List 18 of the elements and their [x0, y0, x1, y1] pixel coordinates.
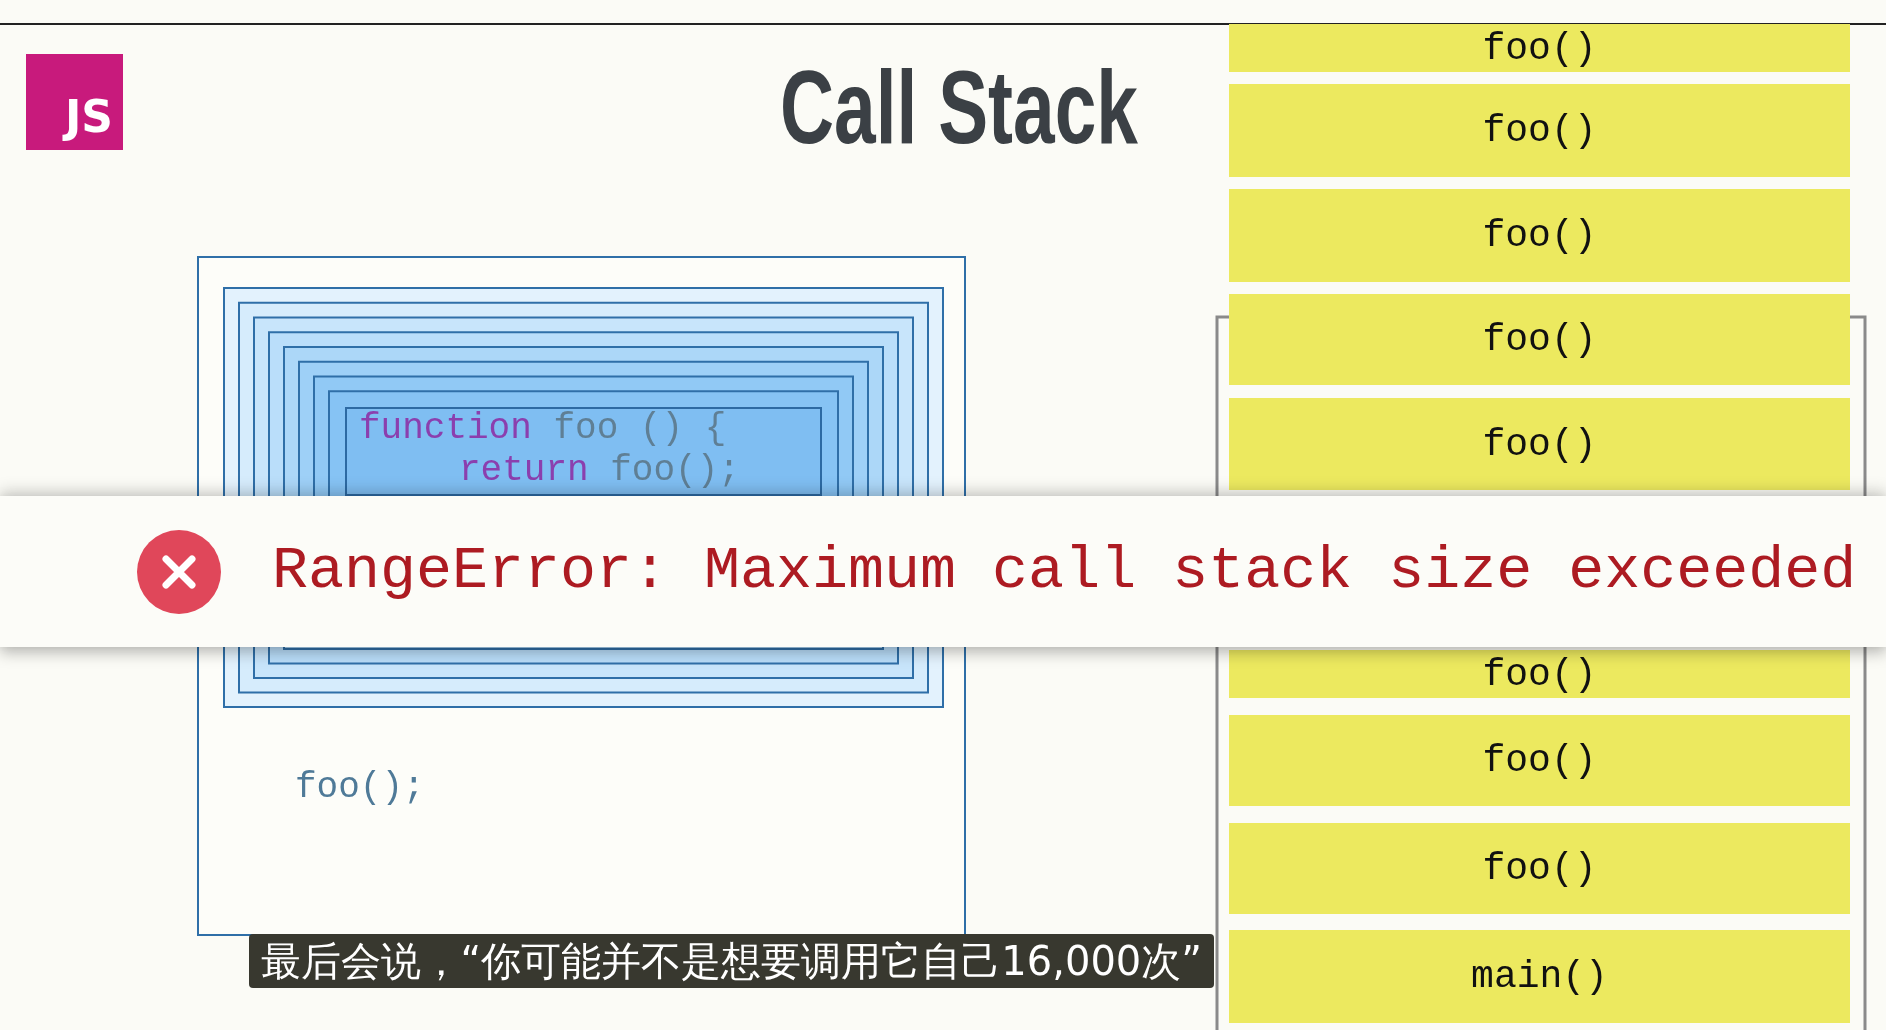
stack-frame-bar: foo()	[1229, 24, 1850, 72]
stack-frame-bar: main()	[1229, 930, 1850, 1023]
code-box	[345, 407, 822, 496]
code-line: return foo();	[459, 451, 740, 491]
code-line: foo();	[295, 768, 425, 808]
stack-frame-bar: foo()	[1229, 189, 1850, 282]
error-message: RangeError: Maximum call stack size exceeded	[272, 536, 1857, 606]
stack-frame-bar: foo()	[1229, 398, 1850, 490]
error-banner	[0, 496, 1886, 647]
stack-frame-bar: foo()	[1229, 84, 1850, 177]
stack-frame-bar: foo()	[1229, 294, 1850, 385]
stack-frame-bar: foo()	[1229, 823, 1850, 914]
subtitle: 最后会说，“你可能并不是想要调用它自己16,000次”	[248, 934, 1214, 988]
stack-frame-bar: foo()	[1229, 650, 1850, 698]
stack-frame-bar: foo()	[1229, 715, 1850, 806]
slide-title: Call Stack	[780, 52, 1138, 162]
language-badge: JS	[26, 54, 123, 150]
code-line: function foo () {	[359, 409, 727, 449]
